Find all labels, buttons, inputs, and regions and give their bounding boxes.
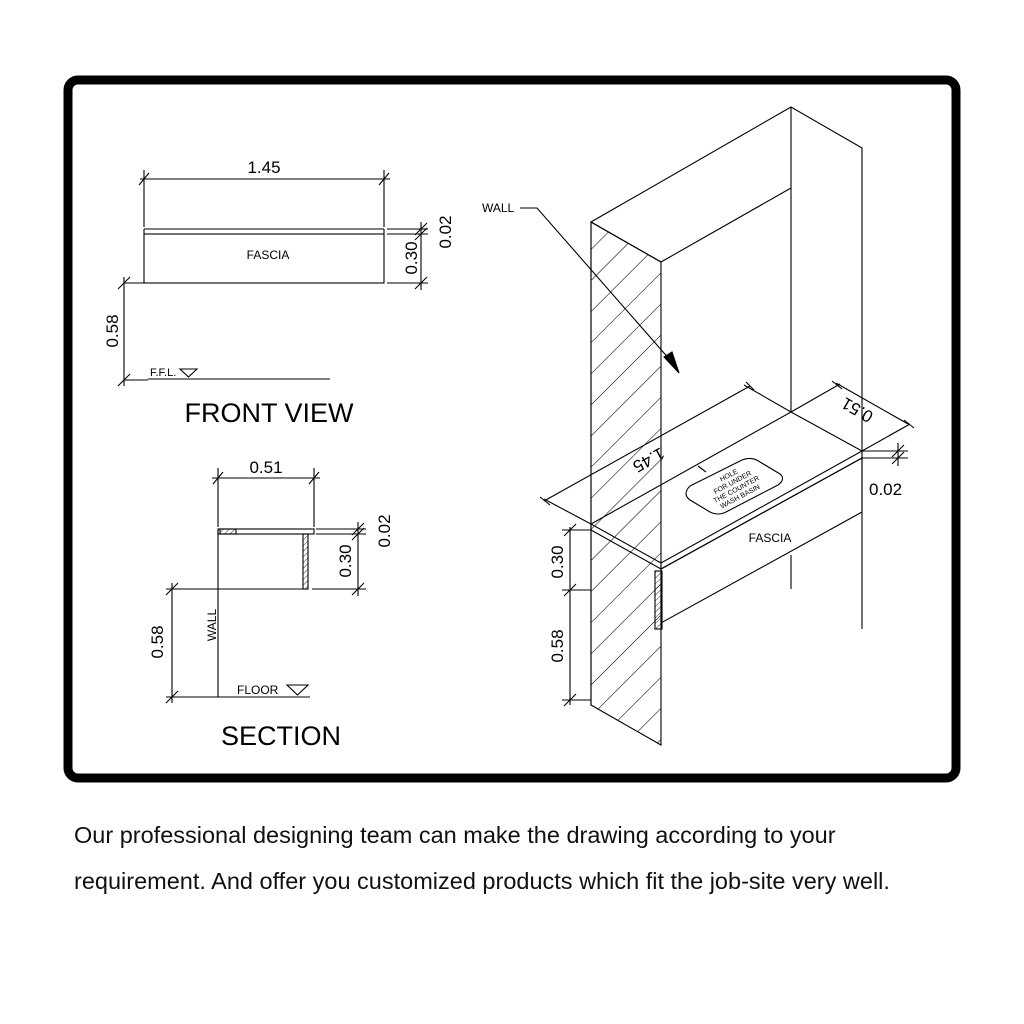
section-depth-label: 0.51	[249, 458, 282, 477]
front-fascia-panel	[143, 233, 385, 284]
section-height-label: 0.30	[336, 544, 355, 577]
front-view-labels: 1.45 FASCIA 0.30 0.02 0.58 F.F.L. FRONT …	[103, 158, 455, 428]
iso-wall-label: WALL	[482, 201, 515, 215]
iso-wall-leader	[520, 207, 672, 362]
section-view	[165, 468, 366, 704]
iso-height-label: 0.30	[548, 545, 567, 578]
section-title: SECTION	[221, 721, 341, 751]
section-elevation-label: 0.58	[148, 625, 167, 658]
front-width-label: 1.45	[247, 158, 280, 177]
front-elevation-label: 0.58	[103, 314, 122, 347]
front-fascia-label: FASCIA	[247, 248, 290, 262]
section-floor-label: FLOOR	[237, 683, 279, 697]
drawing-frame: 1.45 FASCIA 0.30 0.02 0.58 F.F.L. FRONT …	[63, 75, 961, 783]
iso-thickness-label: 0.02	[869, 480, 902, 499]
front-top-thickness-label: 0.02	[436, 215, 455, 248]
iso-wall-face-hatched	[590, 221, 662, 746]
front-height-label: 0.30	[402, 241, 421, 274]
description-caption: Our professional designing team can make…	[74, 822, 890, 894]
front-view	[117, 170, 428, 387]
iso-wall-arrow-icon	[663, 351, 680, 374]
front-floor-marker-icon	[178, 368, 199, 378]
front-view-title: FRONT VIEW	[184, 398, 354, 428]
section-top-thickness-label: 0.02	[375, 514, 394, 547]
section-fascia	[302, 533, 309, 590]
section-floor-marker-icon	[285, 684, 310, 696]
front-floor-label: F.F.L.	[150, 367, 176, 379]
section-labels: 0.51 0.30 0.02 0.58 WALL FLOOR SECTION	[148, 458, 394, 751]
section-wall-label: WALL	[205, 609, 219, 642]
section-countertop	[217, 528, 315, 535]
frame-border	[63, 75, 961, 783]
iso-fascia-label: FASCIA	[749, 531, 792, 545]
iso-elevation-label: 0.58	[548, 629, 567, 662]
iso-basin-hole	[685, 457, 784, 515]
isometric-view	[520, 106, 915, 746]
